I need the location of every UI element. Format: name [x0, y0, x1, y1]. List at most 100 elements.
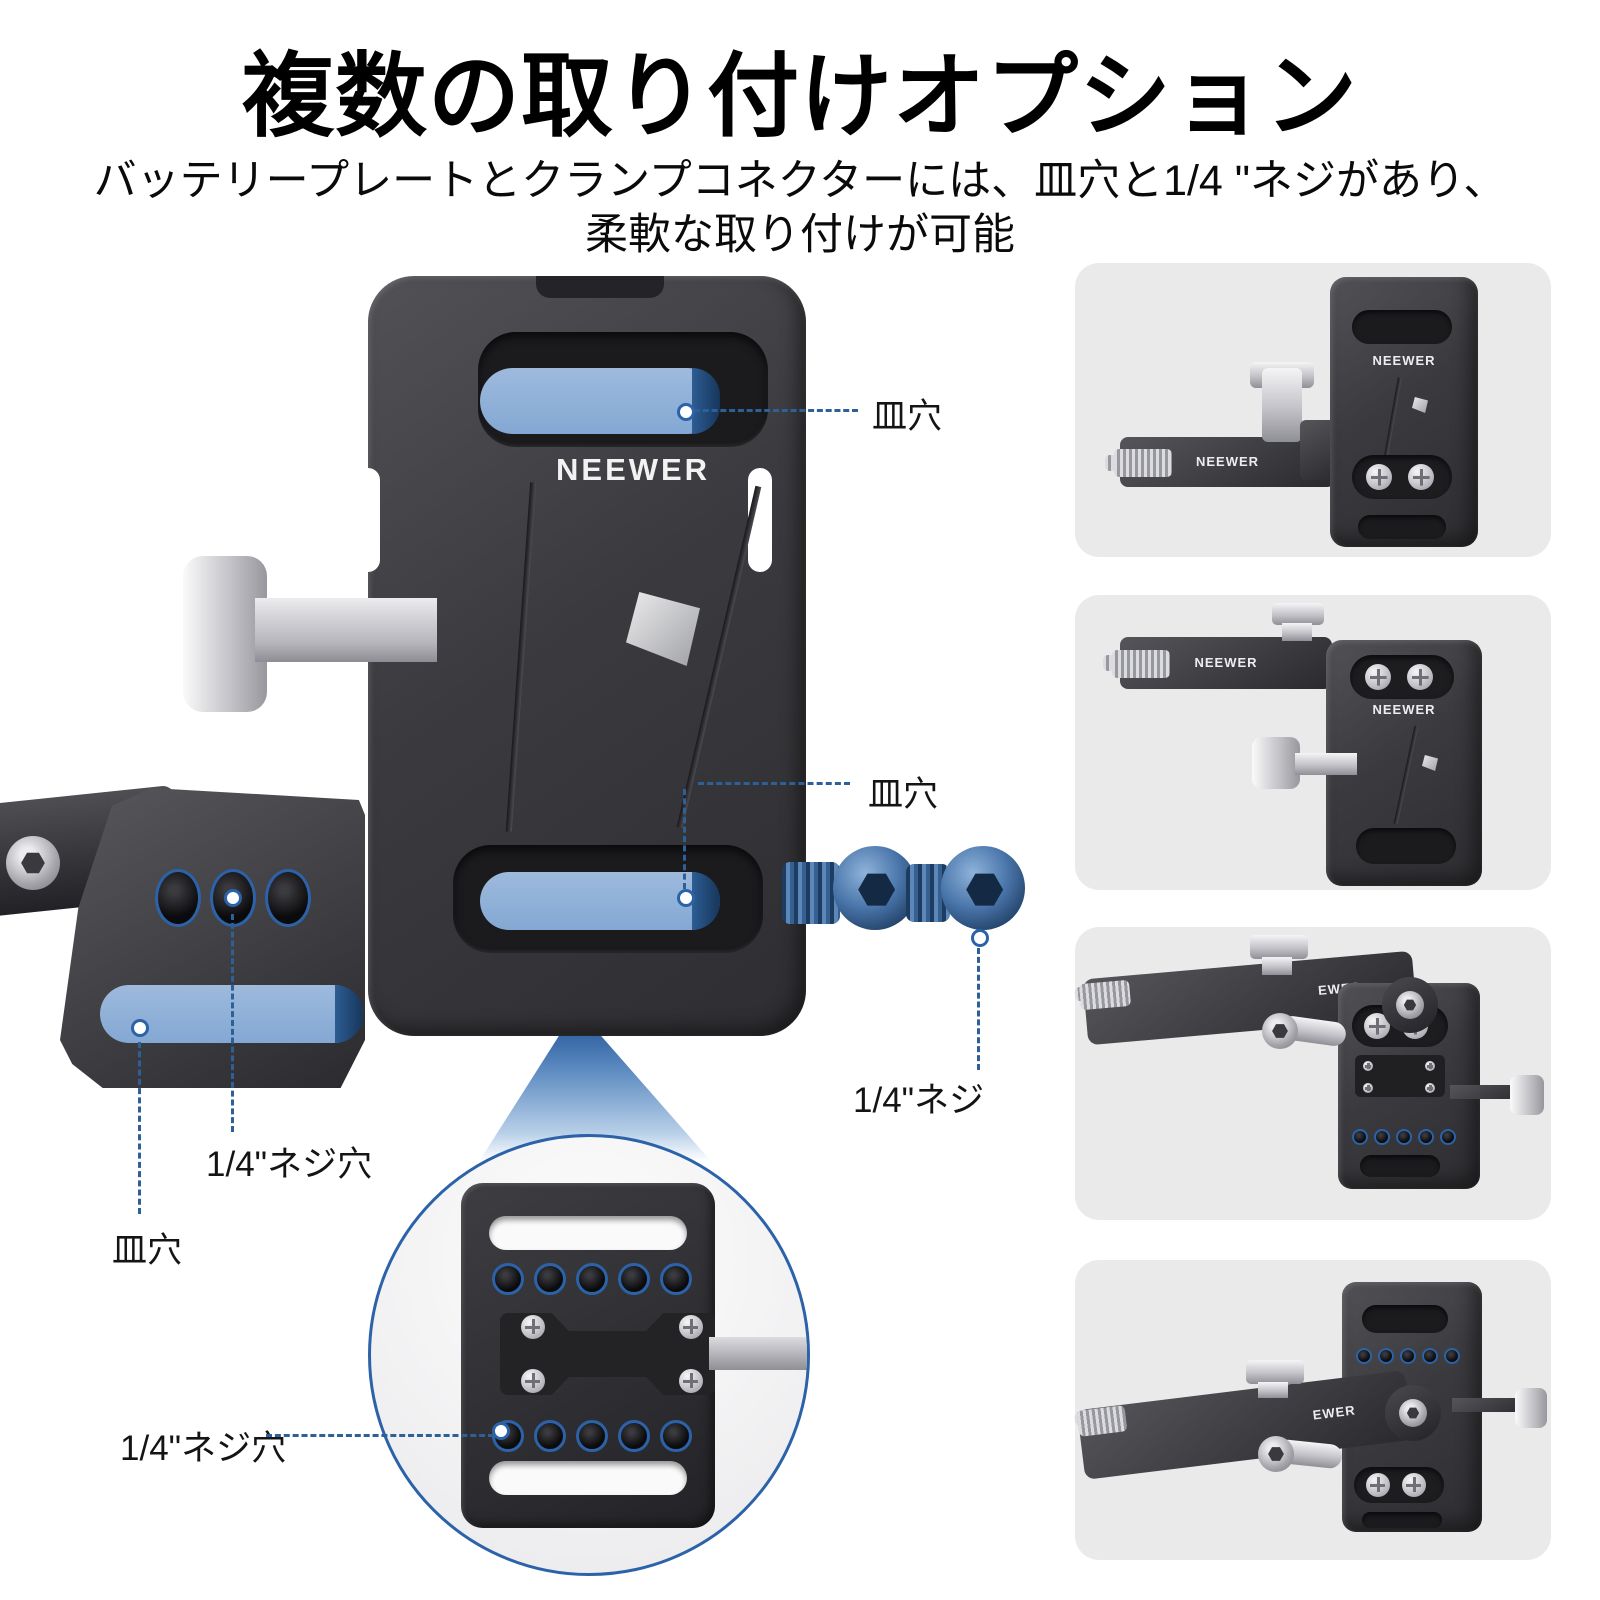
callout-left-countersunk-hole: 皿穴 — [112, 1231, 183, 1270]
mini-hole — [1356, 1348, 1372, 1364]
back-hole-4 — [618, 1263, 650, 1295]
mini-hole — [1378, 1348, 1394, 1364]
back-slot-bottom — [489, 1461, 687, 1495]
t-lever-handle — [1510, 1075, 1544, 1115]
leader-line — [694, 409, 858, 412]
mini-v-groove — [1393, 725, 1419, 825]
mini-slot-bottom — [1356, 828, 1456, 864]
release-lever-handle — [1252, 737, 1300, 789]
leader-dot — [131, 1019, 149, 1037]
leader-line — [266, 1434, 494, 1437]
callout-top-countersunk-hole: 皿穴 — [872, 397, 943, 436]
mini-wedge — [1412, 397, 1428, 413]
page-title: 複数の取り付けオプション — [241, 46, 1358, 148]
back-rod — [709, 1337, 807, 1370]
thumbnail-option-3: EWER — [1074, 927, 1551, 1220]
back-hole-1 — [492, 1263, 524, 1295]
joint-hex-screw — [1396, 991, 1424, 1019]
mini-screw-2 — [1408, 464, 1434, 490]
leader-dot — [492, 1422, 510, 1440]
plate-top-notch — [536, 276, 664, 298]
mini-hole — [1418, 1129, 1434, 1145]
t-lever-handle — [1515, 1388, 1547, 1428]
mini-slot-top — [1352, 310, 1452, 344]
screw-hole-1 — [155, 869, 201, 927]
mini-wedge — [1422, 755, 1438, 771]
clamp-stem — [1258, 1382, 1288, 1398]
back-hole-9 — [618, 1420, 650, 1452]
callout-quarter-inch-screw: 1/4"ネジ — [853, 1081, 985, 1120]
mini-back-screw — [1363, 1083, 1373, 1093]
clamp-tab — [1250, 935, 1308, 959]
mini-plate: NEEWER — [1330, 277, 1478, 547]
mini-hole — [1400, 1348, 1416, 1364]
callout-left-screw-hole: 1/4"ネジ穴 — [206, 1145, 373, 1184]
mini-hole — [1440, 1129, 1456, 1145]
back-hole-3 — [576, 1263, 608, 1295]
back-screw-tr — [679, 1315, 703, 1339]
callout-mid-countersunk-hole: 皿穴 — [868, 775, 939, 814]
clamp-stem — [1282, 623, 1312, 641]
back-screw-br — [679, 1369, 703, 1393]
screw-hole-3 — [265, 869, 311, 927]
mini-hole — [1374, 1129, 1390, 1145]
mini-screw-1 — [1366, 464, 1392, 490]
magnifier-circle — [368, 1134, 810, 1576]
clamp-tab — [1246, 1360, 1304, 1384]
mini-screw-1 — [1366, 1473, 1390, 1497]
plate-brand: NEEWER — [1372, 702, 1436, 717]
arm-brand: NEEWER — [1195, 454, 1260, 469]
t-lever-shaft — [1450, 1085, 1528, 1099]
subtitle-line-1: バッテリープレートとクランプコネクターには、皿穴と1/4 "ネジがあり、 — [93, 157, 1507, 205]
back-hole-8 — [576, 1420, 608, 1452]
mini-slot-top — [1362, 1305, 1448, 1333]
screw-1-head — [833, 846, 917, 930]
leader-dot — [224, 889, 242, 907]
arm-brand: NEEWER — [1194, 655, 1258, 670]
arm-brand: EWER — [1311, 1402, 1357, 1423]
back-hole-7 — [534, 1420, 566, 1452]
leader-line — [138, 1042, 141, 1214]
brand-logo: NEEWER — [556, 452, 711, 487]
plate-left-notch — [356, 468, 380, 572]
thumbscrew — [1114, 449, 1172, 477]
wing-lever-screw — [1258, 1436, 1294, 1472]
mini-back-screw — [1425, 1061, 1435, 1071]
thumbscrew — [1112, 650, 1170, 678]
clamp-tab — [1272, 603, 1324, 625]
mini-screw-2 — [1402, 1473, 1426, 1497]
thumbnail-option-2: NEEWER NEEWER — [1075, 595, 1551, 890]
mini-hole — [1396, 1129, 1412, 1145]
joint-hex-screw — [1399, 1399, 1427, 1427]
back-hole-5 — [660, 1263, 692, 1295]
release-lever-shaft — [255, 598, 437, 662]
thumbnail-option-4: EWER — [1074, 1260, 1551, 1560]
mini-slot-bottom — [1362, 1512, 1442, 1528]
back-screw-bl — [521, 1369, 545, 1393]
t-lever-shaft — [1452, 1398, 1532, 1412]
back-screw-tl — [521, 1315, 545, 1339]
mini-hole — [1352, 1129, 1368, 1145]
back-hole-10 — [660, 1420, 692, 1452]
plate-brand: NEEWER — [1372, 353, 1436, 368]
thumbnail-option-1: NEEWER NEEWER — [1075, 263, 1551, 557]
clamp-connector-block — [60, 788, 365, 1088]
mini-back-screw — [1425, 1083, 1435, 1093]
mini-screw-1 — [1365, 664, 1391, 690]
mini-screw-2 — [1407, 664, 1433, 690]
leader-line — [231, 914, 234, 1132]
mini-hole — [1444, 1348, 1460, 1364]
mini-back-screw — [1363, 1061, 1373, 1071]
mini-hole — [1422, 1348, 1438, 1364]
back-slot-top — [489, 1216, 687, 1250]
release-lever-handle — [183, 556, 267, 712]
wing-lever-screw — [1262, 1013, 1298, 1049]
screw-1-threads — [782, 862, 840, 924]
release-lever-shaft — [1295, 753, 1357, 775]
mini-slot-bottom — [1360, 1155, 1440, 1177]
screw-2-head — [941, 846, 1025, 930]
leader-line — [683, 789, 686, 889]
leader-line — [698, 782, 850, 785]
clamp-hex-screw — [6, 836, 60, 890]
